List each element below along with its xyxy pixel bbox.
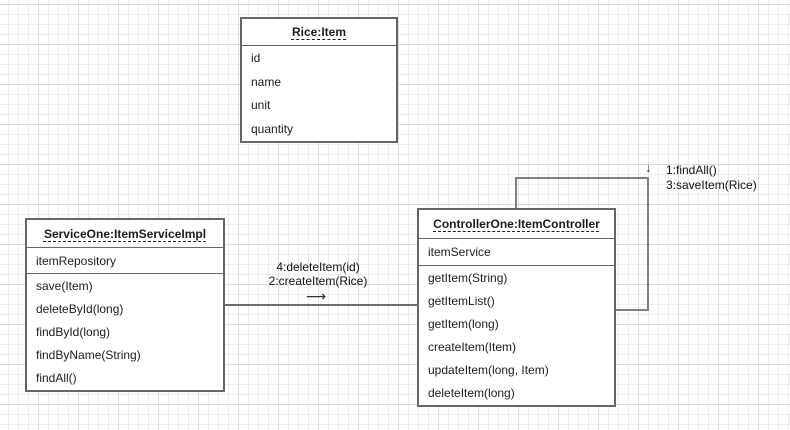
connector-service-controller[interactable] xyxy=(225,304,417,306)
object-title: ControllerOne:ItemController xyxy=(419,210,614,239)
method-row: createItem(Item) xyxy=(428,340,517,355)
connector-loop-segment[interactable] xyxy=(616,309,649,311)
method-row: save(Item) xyxy=(36,278,93,293)
uml-object-controller-one[interactable]: ControllerOne:ItemController itemService… xyxy=(417,208,616,407)
edge-label: 3:saveItem(Rice) xyxy=(666,177,757,192)
connector-loop-segment[interactable] xyxy=(647,177,649,310)
method-row: findByName(String) xyxy=(36,348,141,363)
edge-label: 2:createItem(Rice) xyxy=(268,273,368,288)
edge-label-group-loop[interactable]: 1:findAll() 3:saveItem(Rice) xyxy=(666,163,757,192)
uml-object-rice-item[interactable]: Rice:Item id name unit quantity xyxy=(240,17,398,143)
field-row: itemRepository xyxy=(27,248,223,274)
uml-object-service-one[interactable]: ServiceOne:ItemServiceImpl itemRepositor… xyxy=(25,218,225,392)
edge-label-group-mid[interactable]: 4:deleteItem(id) 2:createItem(Rice) xyxy=(246,260,390,288)
method-row: deleteItem(long) xyxy=(428,386,515,401)
methods-section: save(Item) deleteById(long) findById(lon… xyxy=(27,274,223,390)
method-row: getItem(long) xyxy=(428,316,499,331)
method-row: findAll() xyxy=(36,371,77,386)
field-row: unit xyxy=(251,98,271,113)
method-row: updateItem(long, Item) xyxy=(428,363,549,378)
connector-loop-segment[interactable] xyxy=(515,177,648,179)
method-row: getItem(String) xyxy=(428,270,508,285)
object-title-text: Rice:Item xyxy=(291,25,347,39)
object-title: ServiceOne:ItemServiceImpl xyxy=(27,220,223,248)
field-row: quantity xyxy=(251,122,294,137)
object-title-text: ControllerOne:ItemController xyxy=(433,217,600,231)
method-row: deleteById(long) xyxy=(36,301,124,316)
field-row: name xyxy=(251,74,282,89)
edge-label: 1:findAll() xyxy=(666,163,717,177)
field-row: itemService xyxy=(419,239,614,266)
methods-section: getItem(String) getItemList() getItem(lo… xyxy=(419,266,614,405)
object-title: Rice:Item xyxy=(242,19,396,46)
right-arrow-icon: ⟶ xyxy=(306,288,327,304)
edge-label: 4:deleteItem(id) xyxy=(276,260,360,274)
fields-section: id name unit quantity xyxy=(242,46,396,141)
method-row: getItemList() xyxy=(428,293,495,308)
field-row: id xyxy=(251,50,261,65)
object-title-text: ServiceOne:ItemServiceImpl xyxy=(43,226,207,241)
method-row: findById(long) xyxy=(36,325,111,339)
down-arrow-icon: ↓ xyxy=(645,160,652,175)
connector-loop-segment[interactable] xyxy=(515,177,517,208)
